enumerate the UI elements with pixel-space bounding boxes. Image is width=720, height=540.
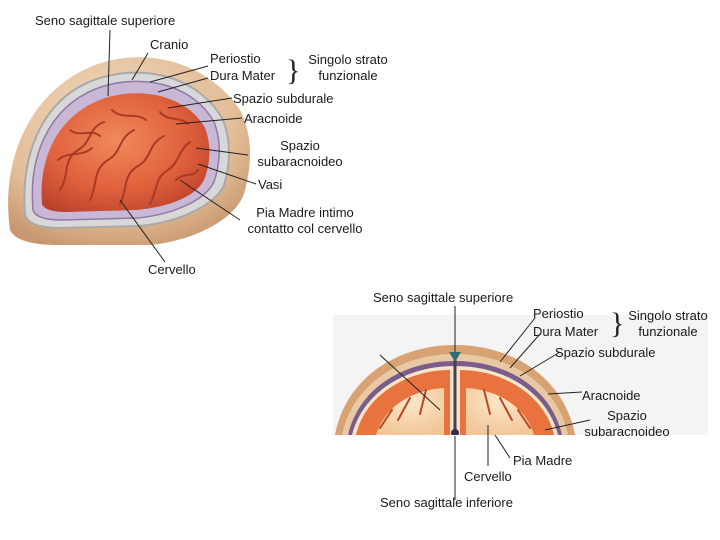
white-matter-right	[466, 388, 534, 435]
top-leader-lines	[107, 29, 257, 263]
label-subaracnoideo-bottom-line2: subaracnoideo	[584, 424, 670, 439]
label-spazio-subdurale: Spazio subdurale	[233, 91, 334, 106]
brace-top: }	[286, 54, 300, 87]
label-singolo-strato-line2: funzionale	[318, 68, 378, 83]
white-matter-left	[376, 388, 444, 435]
label-periostio-bottom: Periostio	[533, 306, 584, 321]
label-seno-inferiore: Seno sagittale inferiore	[380, 495, 513, 510]
label-pia-line2: contatto col cervello	[247, 221, 363, 236]
label-subaracnoideo-line1: Spazio	[280, 138, 320, 153]
brain-surface	[41, 93, 210, 212]
label-singolo-strato-line1: Singolo strato	[308, 52, 388, 67]
label-aracnoide: Aracnoide	[244, 111, 303, 126]
label-singolo-strato-bottom-line1: Singolo strato	[628, 308, 708, 323]
label-aracnoide-bottom: Aracnoide	[582, 388, 641, 403]
label-cervello-bottom: Cervello	[464, 469, 512, 484]
label-spazio-subaracnoideo: Spazio subaracnoideo	[245, 138, 355, 170]
label-singolo-strato-bottom: Singolo strato funzionale	[622, 308, 714, 340]
bottom-coronal-section	[333, 306, 708, 525]
label-pia-madre-bottom: Pia Madre	[513, 453, 573, 468]
label-cranio: Cranio	[150, 37, 189, 52]
label-cervello: Cervello	[148, 262, 196, 277]
brace-bottom: }	[610, 307, 624, 340]
label-pia-line1: Pia Madre intimo	[256, 205, 354, 220]
label-spazio-subdurale-bottom: Spazio subdurale	[555, 345, 656, 360]
gyri-pattern	[57, 109, 199, 205]
label-vasi: Vasi	[258, 177, 283, 192]
label-subaracnoideo-line2: subaracnoideo	[257, 154, 343, 169]
label-dura-mater: Dura Mater	[210, 68, 276, 83]
label-pia-madre: Pia Madre intimo contatto col cervello	[236, 205, 374, 237]
top-head-dissection	[8, 29, 257, 263]
sulci	[379, 389, 531, 429]
bottom-leader-lines	[379, 306, 591, 500]
label-singolo-strato: Singolo strato funzionale	[302, 52, 394, 84]
label-seno-superiore: Seno sagittale superiore	[35, 13, 176, 28]
label-spazio-subaracnoideo-bottom: Spazio subaracnoideo	[575, 408, 679, 440]
sinus-superior	[449, 352, 461, 362]
label-periostio: Periostio	[210, 51, 261, 66]
label-subaracnoideo-bottom-line1: Spazio	[607, 408, 647, 423]
label-dura-mater-bottom: Dura Mater	[533, 324, 599, 339]
label-seno-superiore-bottom: Seno sagittale superiore	[373, 290, 514, 305]
label-singolo-strato-bottom-line2: funzionale	[638, 324, 698, 339]
